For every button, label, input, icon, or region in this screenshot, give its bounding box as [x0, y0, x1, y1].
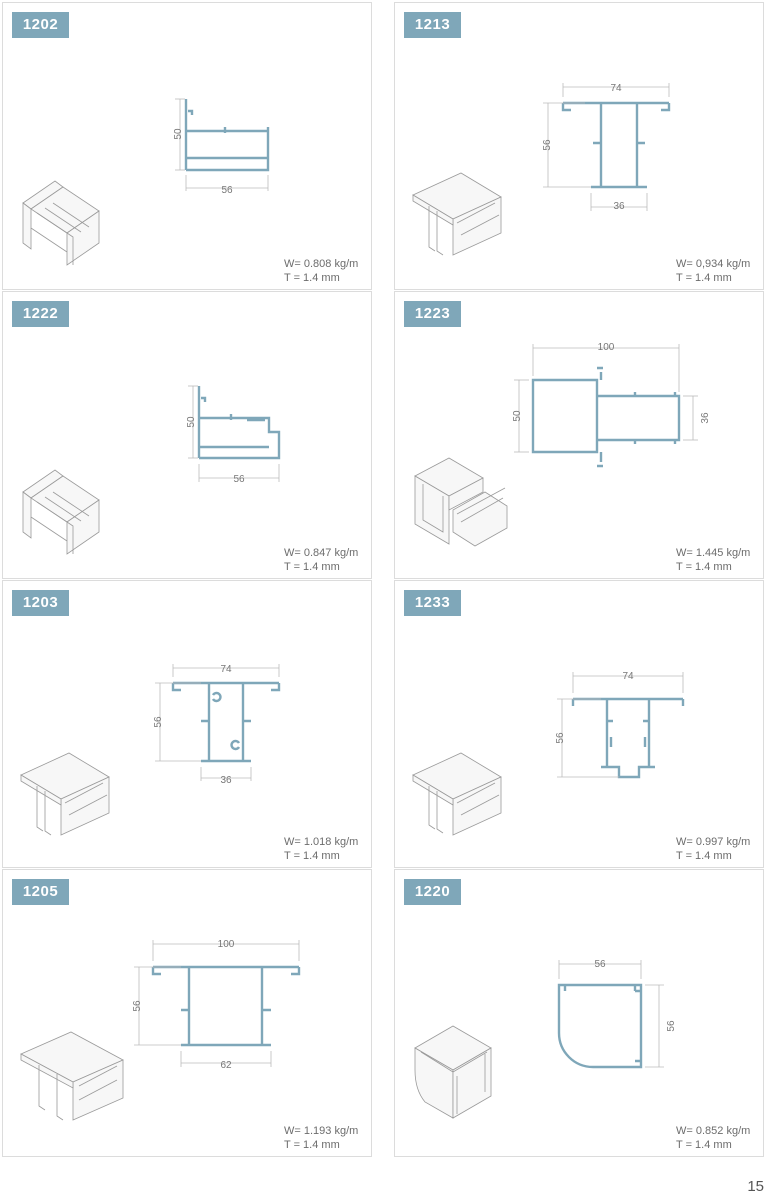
profile-code-badge: 1202 [12, 12, 69, 38]
profile-thickness: T = 1.4 mm [284, 561, 340, 573]
iso-view [20, 1031, 124, 1121]
iso-view [412, 752, 502, 836]
profile-specs: W= 1.445 kg/m T = 1.4 mm [676, 546, 761, 574]
profile-weight: W= 0.808 kg/m [284, 258, 359, 270]
dimension-label: 50 [173, 128, 184, 140]
profile-specs: W= 0,934 kg/m T = 1.4 mm [676, 257, 761, 285]
profile-specs: W= 0.808 kg/m T = 1.4 mm [284, 257, 369, 285]
profile-weight: W= 1.445 kg/m [676, 547, 751, 559]
dimension-label: 100 [598, 342, 615, 353]
iso-view [22, 180, 100, 266]
dimension-label: 56 [666, 1020, 677, 1032]
dimension-label: 62 [220, 1060, 232, 1071]
dimension-label: 56 [153, 716, 164, 728]
profile-thickness: T = 1.4 mm [284, 272, 340, 284]
profile-drawing: 100 50 36 [414, 342, 711, 547]
profile-code-badge: 1205 [12, 879, 69, 905]
profile-thickness: T = 1.4 mm [676, 1139, 732, 1151]
dimension-label: 74 [220, 664, 232, 675]
dimension-label: 56 [233, 474, 245, 485]
page-number: 15 [747, 1178, 764, 1195]
dimension-label: 74 [622, 671, 634, 682]
profile-weight: W= 0.997 kg/m [676, 836, 751, 848]
dimension-label: 56 [555, 732, 566, 744]
profile-specs: W= 1.018 kg/m T = 1.4 mm [284, 835, 369, 863]
dimension-label: 56 [594, 959, 606, 970]
profile-drawing: 50 56 [22, 98, 270, 266]
dimension-label: 56 [132, 1000, 143, 1012]
profile-thickness: T = 1.4 mm [284, 1139, 340, 1151]
profile-code-badge: 1223 [404, 301, 461, 327]
profile-weight: W= 0.847 kg/m [284, 547, 359, 559]
profile-drawing: 100 56 62 [20, 939, 301, 1121]
profile-specs: W= 0.847 kg/m T = 1.4 mm [284, 546, 369, 574]
profile-thickness: T = 1.4 mm [676, 850, 732, 862]
profile-card-1223: 1223 100 50 36 W= 1.445 kg/m T = 1.4 mm [394, 291, 764, 579]
profile-weight: W= 1.018 kg/m [284, 836, 359, 848]
profile-drawing: 74 56 36 [412, 83, 671, 256]
dimension-label: 56 [221, 185, 233, 196]
profile-card-1213: 1213 74 56 36 W= 0,934 kg/m T = 1.4 mm [394, 2, 764, 290]
iso-view [414, 457, 508, 547]
profile-card-1202: 1202 50 56 W= 0.808 kg/m T = 1.4 mm [2, 2, 372, 290]
dimension-label: 50 [186, 416, 197, 428]
profile-thickness: T = 1.4 mm [284, 850, 340, 862]
iso-view [20, 752, 110, 836]
profile-weight: W= 0,934 kg/m [676, 258, 751, 270]
profile-card-1205: 1205 100 56 62 W= 1.193 kg/m T = 1.4 mm [2, 869, 372, 1157]
profile-specs: W= 0.997 kg/m T = 1.4 mm [676, 835, 761, 863]
profile-thickness: T = 1.4 mm [676, 272, 732, 284]
dimension-label: 56 [542, 139, 553, 151]
profile-weight: W= 0.852 kg/m [676, 1125, 751, 1137]
iso-view [414, 1025, 492, 1119]
dimension-label: 36 [700, 412, 711, 424]
profile-drawing: 74 56 36 [20, 664, 281, 836]
dimension-label: 50 [512, 410, 523, 422]
iso-view [412, 172, 502, 256]
profile-code-badge: 1233 [404, 590, 461, 616]
profile-code-badge: 1203 [12, 590, 69, 616]
profile-card-1220: 1220 56 56 W= 0.852 kg/m T = 1.4 mm [394, 869, 764, 1157]
profile-card-1203: 1203 74 56 36 W= 1.018 kg/m T = 1.4 mm [2, 580, 372, 868]
dimension-label: 36 [613, 201, 625, 212]
dimension-label: 36 [220, 775, 232, 786]
profile-thickness: T = 1.4 mm [676, 561, 732, 573]
profile-card-1222: 1222 50 56 W= 0.847 kg/m T = 1.4 mm [2, 291, 372, 579]
dimension-label: 74 [610, 83, 622, 94]
profile-drawing: 74 56 [412, 671, 685, 836]
profile-code-badge: 1213 [404, 12, 461, 38]
profile-weight: W= 1.193 kg/m [284, 1125, 359, 1137]
profile-drawing: 56 56 [414, 959, 677, 1119]
iso-view [22, 469, 100, 555]
profile-specs: W= 0.852 kg/m T = 1.4 mm [676, 1124, 761, 1152]
profile-drawing: 50 56 [22, 385, 281, 555]
profile-card-1233: 1233 74 56 W= 0.997 kg/m T = 1.4 mm [394, 580, 764, 868]
profile-code-badge: 1222 [12, 301, 69, 327]
dimension-label: 100 [218, 939, 235, 950]
profile-code-badge: 1220 [404, 879, 461, 905]
profile-specs: W= 1.193 kg/m T = 1.4 mm [284, 1124, 369, 1152]
